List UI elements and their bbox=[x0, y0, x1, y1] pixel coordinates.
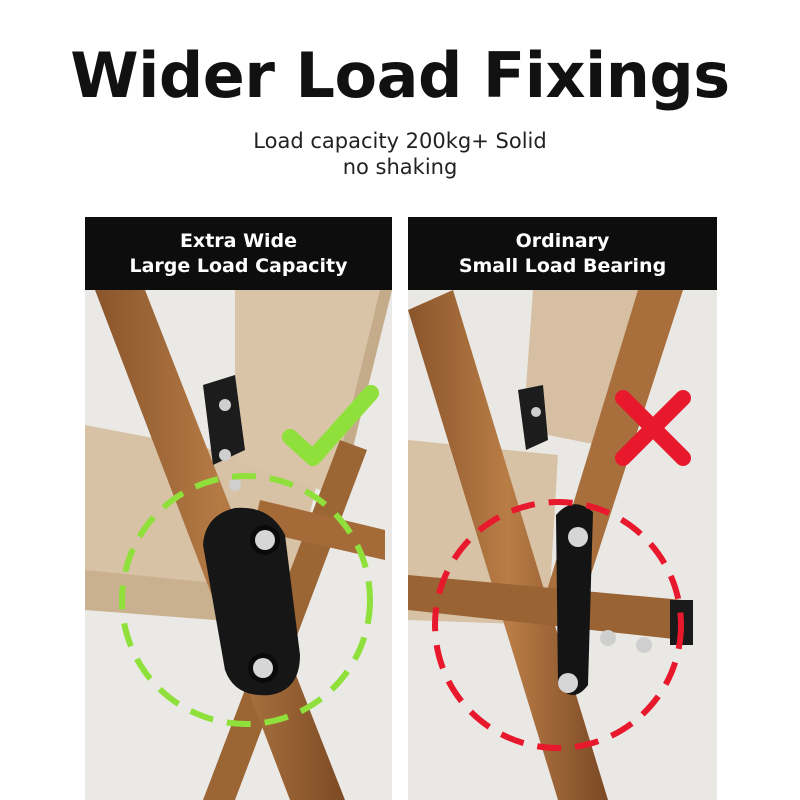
subheadline: Load capacity 200kg+ Solid no shaking bbox=[200, 128, 600, 180]
subheadline-line-2: no shaking bbox=[342, 155, 458, 179]
headline: Wider Load Fixings bbox=[70, 39, 730, 112]
panel-header-line-1: Extra Wide bbox=[179, 229, 298, 252]
panel-header-line-2: Large Load Capacity bbox=[129, 254, 348, 277]
panel-header-line-2: Small Load Bearing bbox=[458, 254, 667, 277]
panel-extra-wide: Extra Wide Large Load Capacity bbox=[85, 217, 392, 800]
subheadline-line-1: Load capacity 200kg+ Solid bbox=[253, 129, 547, 153]
cross-icon bbox=[615, 390, 691, 466]
narrow-hinge-photo bbox=[408, 290, 717, 800]
panel-ordinary: Ordinary Small Load Bearing bbox=[408, 217, 717, 800]
check-icon bbox=[282, 385, 379, 466]
panel-header-line-1: Ordinary bbox=[515, 229, 610, 252]
panel-header-extra-wide: Extra Wide Large Load Capacity bbox=[85, 217, 392, 290]
panel-header-ordinary: Ordinary Small Load Bearing bbox=[408, 217, 717, 290]
wide-hinge-photo bbox=[85, 290, 392, 800]
